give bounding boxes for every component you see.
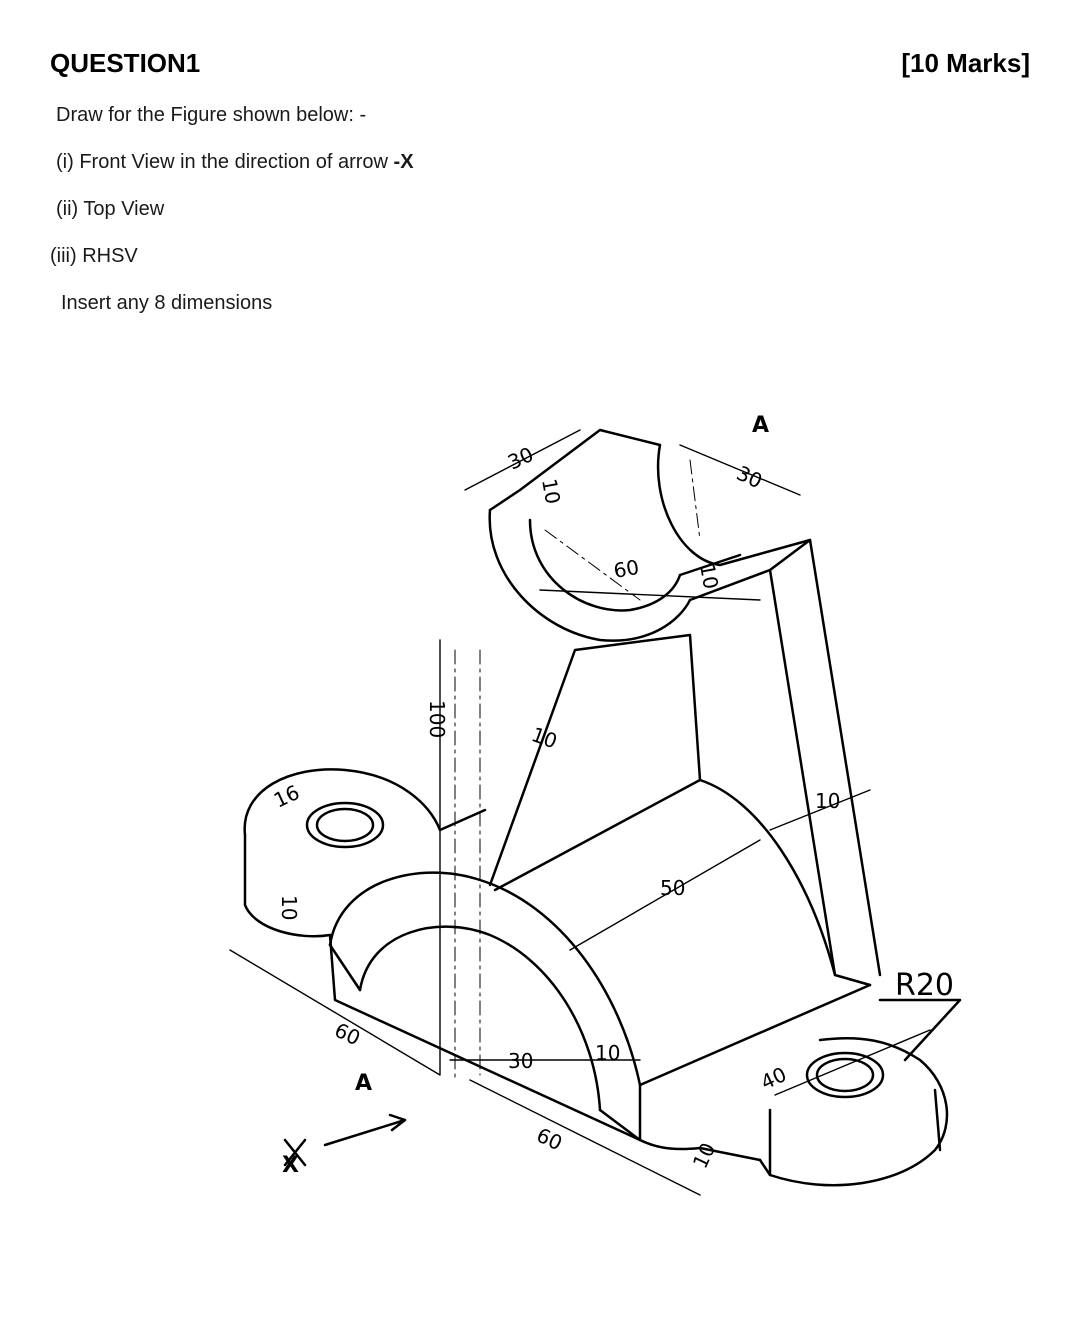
base-plate-top-back bbox=[638, 983, 872, 1087]
label-x: X bbox=[282, 1153, 299, 1178]
isometric-drawing: A A X R20 30 30 10 60 10 100 10 10 50 16… bbox=[229, 413, 962, 1196]
front-arch-inner bbox=[358, 925, 602, 1112]
dim-base-hole-center: 40 bbox=[757, 1062, 790, 1095]
instruction-item-1-text: (i) Front View in the direction of arrow bbox=[56, 151, 394, 173]
question-title: QUESTION1 bbox=[50, 48, 201, 78]
dim-arch-thickness: 10 bbox=[595, 1041, 620, 1065]
instruction-item-1: (i) Front View in the direction of arrow… bbox=[56, 151, 414, 174]
label-a-top: A bbox=[752, 413, 769, 438]
left-lug-hole bbox=[305, 801, 385, 849]
base-plate-left-edge bbox=[243, 833, 332, 938]
top-block-inner bbox=[528, 518, 682, 612]
base-plate-right-side bbox=[768, 1088, 942, 1177]
front-arch-outer bbox=[328, 871, 642, 1142]
vertical-web bbox=[488, 633, 702, 892]
dim-hole-dia: 16 bbox=[270, 780, 303, 813]
dim-web-length: 50 bbox=[660, 876, 685, 900]
radius-leader bbox=[878, 998, 962, 1062]
dim-base-right: 60 bbox=[533, 1123, 566, 1156]
top-block-side bbox=[678, 553, 772, 602]
dim-top-bore: 60 bbox=[612, 555, 641, 583]
base-plate-left-lug bbox=[243, 768, 487, 837]
rib-front bbox=[768, 568, 837, 977]
dim-base-edge: 10 bbox=[688, 1139, 721, 1172]
dim-top-width: 30 bbox=[504, 442, 537, 475]
front-arch-side bbox=[328, 943, 642, 1142]
base-plate-right-lug bbox=[758, 1036, 949, 1187]
instruction-item-2: (ii) Top View bbox=[56, 198, 165, 220]
instruction-intro: Draw for the Figure shown below: - bbox=[56, 104, 367, 126]
instruction-item-3: (iii) RHSV bbox=[50, 245, 138, 267]
view-arrow-x bbox=[323, 1113, 407, 1147]
dimension-labels: A A X R20 bbox=[282, 413, 954, 1178]
dim-height: 100 bbox=[425, 700, 449, 738]
dimension-lines bbox=[229, 429, 931, 1196]
dim-top-thickness: 10 bbox=[537, 477, 565, 506]
right-lug-hole bbox=[805, 1051, 885, 1099]
dim-base-thickness: 10 bbox=[277, 895, 301, 920]
label-a-bottom: A bbox=[355, 1071, 372, 1096]
top-block-top bbox=[488, 428, 812, 567]
dim-web-thickness: 10 bbox=[815, 789, 840, 813]
dim-base-left: 60 bbox=[331, 1018, 364, 1051]
dim-top-side-thickness: 10 bbox=[695, 562, 723, 591]
center-lines bbox=[454, 459, 701, 1081]
dim-base-span: 30 bbox=[508, 1049, 533, 1073]
top-block-outer bbox=[488, 508, 692, 642]
question-marks: [10 Marks] bbox=[901, 48, 1030, 78]
instruction-note: Insert any 8 dimensions bbox=[61, 292, 273, 314]
dim-rib-thickness: 10 bbox=[528, 722, 560, 753]
dim-top-depth: 30 bbox=[733, 461, 766, 494]
x-mark bbox=[283, 1138, 307, 1167]
arrow-x-label: -X bbox=[393, 151, 414, 173]
label-r20: R20 bbox=[895, 968, 954, 1003]
web-curve bbox=[698, 778, 872, 987]
